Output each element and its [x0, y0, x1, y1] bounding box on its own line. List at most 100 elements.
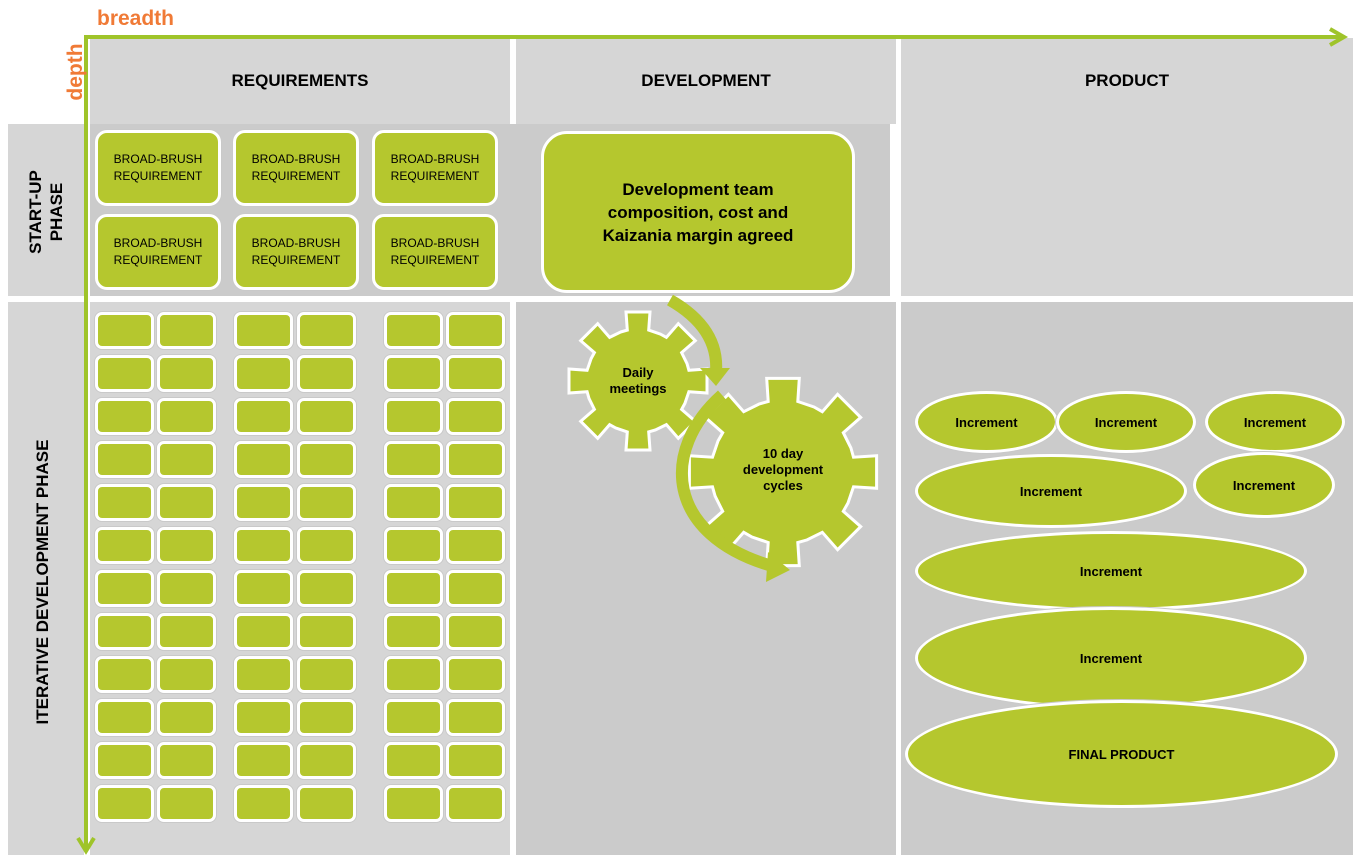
detailed-requirement-box: [95, 699, 154, 736]
detailed-requirement-box: [384, 355, 443, 392]
detailed-requirement-box: [157, 312, 216, 349]
large-gear-label: 10 day development cycles: [742, 446, 824, 493]
detailed-requirement-box: [446, 656, 505, 693]
panel-development-header: [516, 38, 896, 124]
detailed-requirement-box: [384, 527, 443, 564]
detailed-requirement-box: [297, 785, 356, 822]
detailed-requirement-box: [384, 484, 443, 521]
detailed-requirement-box: [297, 527, 356, 564]
increment-ellipse: Increment: [915, 454, 1187, 528]
detailed-requirement-box: [95, 785, 154, 822]
detailed-requirement-box: [446, 699, 505, 736]
detailed-requirement-box: [297, 613, 356, 650]
panel-startup-product: [901, 124, 1353, 296]
detailed-requirement-box: [384, 441, 443, 478]
detailed-requirement-box: [384, 656, 443, 693]
detailed-requirement-box: [157, 527, 216, 564]
cycle-arrow-upper-head: [700, 368, 730, 386]
detailed-requirement-box: [297, 742, 356, 779]
detailed-requirement-box: [95, 398, 154, 435]
detailed-requirement-box: [297, 355, 356, 392]
detailed-requirement-box: [446, 785, 505, 822]
column-header-requirements: REQUIREMENTS: [231, 71, 369, 90]
detailed-requirement-box: [234, 312, 293, 349]
increment-ellipse: Increment: [1193, 452, 1335, 518]
detailed-requirement-box: [157, 785, 216, 822]
detailed-requirement-box: [234, 398, 293, 435]
panel-product-header: [901, 38, 1353, 124]
detailed-requirement-box: [95, 527, 154, 564]
detailed-requirement-box: [157, 613, 216, 650]
breadth-axis-label: breadth: [97, 7, 175, 30]
detailed-requirement-box: [157, 441, 216, 478]
cycle-arrow-upper: [666, 294, 723, 373]
detailed-requirement-box: [157, 742, 216, 779]
detailed-requirement-box: [95, 312, 154, 349]
detailed-requirement-box: [234, 656, 293, 693]
detailed-requirement-box: [446, 570, 505, 607]
detailed-requirement-box: [384, 312, 443, 349]
detailed-requirement-box: [446, 484, 505, 521]
detailed-requirement-box: [234, 613, 293, 650]
detailed-requirement-box: [297, 312, 356, 349]
detailed-requirement-box: [234, 785, 293, 822]
detailed-requirement-box: [446, 613, 505, 650]
cycle-arrow-lower-head: [766, 552, 790, 582]
detailed-requirement-box: [297, 699, 356, 736]
small-gear-label: Daily meetings: [609, 365, 667, 396]
cycle-arrow-lower: [675, 390, 774, 572]
detailed-requirement-box: [157, 699, 216, 736]
increment-ellipse: Increment: [915, 607, 1307, 709]
detailed-requirement-box: [234, 484, 293, 521]
depth-axis-arrowhead: [76, 836, 96, 855]
detailed-requirement-box: [234, 742, 293, 779]
detailed-requirement-box: [234, 527, 293, 564]
breadth-axis-arrowhead: [1329, 27, 1349, 47]
broad-brush-requirement: BROAD-BRUSH REQUIREMENT: [95, 214, 221, 290]
detailed-requirement-box: [446, 527, 505, 564]
detailed-requirement-box: [234, 355, 293, 392]
panel-iterative-rowhead: [8, 302, 84, 855]
detailed-requirement-box: [95, 355, 154, 392]
detailed-requirement-box: [384, 570, 443, 607]
final-product-ellipse: FINAL PRODUCT: [905, 700, 1338, 808]
detailed-requirement-box: [446, 355, 505, 392]
detailed-requirement-box: [384, 699, 443, 736]
column-header-product: PRODUCT: [1084, 71, 1170, 90]
broad-brush-requirement: BROAD-BRUSH REQUIREMENT: [233, 130, 359, 206]
increment-ellipse: Increment: [1056, 391, 1196, 453]
detailed-requirement-box: [384, 785, 443, 822]
detailed-requirement-box: [384, 398, 443, 435]
detailed-requirement-box: [297, 441, 356, 478]
detailed-requirement-box: [95, 441, 154, 478]
broad-brush-requirement: BROAD-BRUSH REQUIREMENT: [233, 214, 359, 290]
detailed-requirement-box: [446, 742, 505, 779]
increment-ellipse: Increment: [915, 531, 1307, 611]
increment-ellipse: Increment: [915, 391, 1058, 453]
detailed-requirement-box: [157, 484, 216, 521]
detailed-requirement-box: [297, 398, 356, 435]
detailed-requirement-box: [384, 742, 443, 779]
increment-ellipse: Increment: [1205, 391, 1345, 453]
detailed-requirement-box: [95, 742, 154, 779]
development-agreement-box: Development team composition, cost and K…: [541, 131, 855, 293]
detailed-requirement-box: [384, 613, 443, 650]
large-gear-icon: [687, 376, 879, 568]
detailed-requirement-box: [297, 484, 356, 521]
small-gear-icon: [567, 310, 709, 452]
detailed-requirement-box: [157, 656, 216, 693]
detailed-requirement-box: [95, 613, 154, 650]
detailed-requirement-box: [297, 570, 356, 607]
column-header-development: DEVELOPMENT: [641, 71, 771, 90]
detailed-requirement-box: [95, 570, 154, 607]
detailed-requirement-box: [234, 570, 293, 607]
detailed-requirement-box: [157, 570, 216, 607]
detailed-requirement-box: [95, 484, 154, 521]
detailed-requirement-box: [446, 441, 505, 478]
detailed-requirement-box: [234, 699, 293, 736]
panel-startup-rowhead: [8, 124, 84, 296]
detailed-requirement-box: [234, 441, 293, 478]
